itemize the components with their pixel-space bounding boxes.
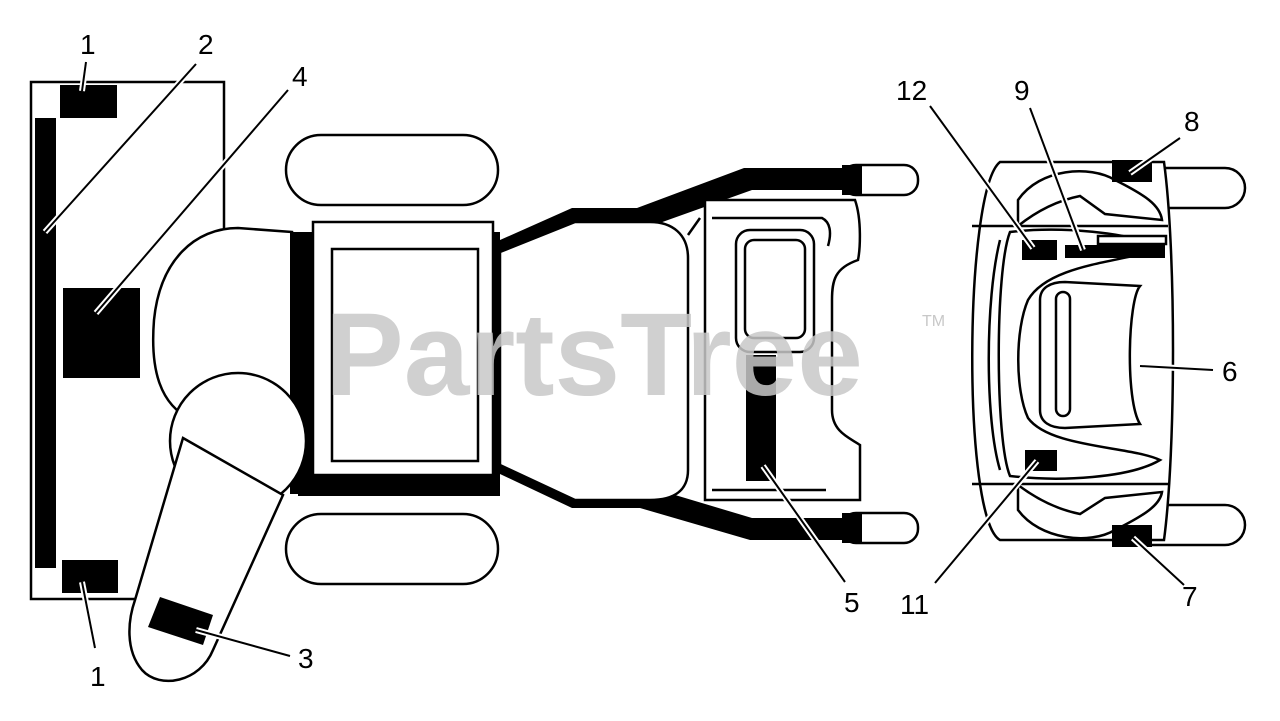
callout-3: 3 bbox=[298, 643, 314, 674]
decal-7 bbox=[1112, 525, 1152, 547]
callout-numbers: 1 2 4 1 3 5 12 9 8 6 7 11 bbox=[80, 29, 1238, 692]
callout-9: 9 bbox=[1014, 75, 1030, 106]
decal-4 bbox=[63, 288, 140, 378]
hood bbox=[151, 226, 294, 422]
callout-7: 7 bbox=[1182, 581, 1198, 612]
leader-lines bbox=[42, 61, 1214, 659]
watermark-text: PartsTree bbox=[325, 289, 863, 421]
seat-deck-inner bbox=[330, 247, 480, 463]
decal-5 bbox=[746, 355, 776, 481]
front-bumper-bar bbox=[35, 118, 56, 568]
upper-fender bbox=[1016, 170, 1164, 229]
watermark: PartsTree TM bbox=[325, 289, 945, 421]
engine-filter-inner bbox=[743, 238, 807, 340]
watermark-trademark: TM bbox=[922, 313, 945, 330]
seat-deck-base-band bbox=[298, 474, 500, 496]
callout-2: 2 bbox=[198, 29, 214, 60]
frame-rail-top bbox=[500, 168, 842, 262]
decal-1-bottom bbox=[62, 560, 118, 593]
frame-body bbox=[498, 220, 690, 502]
mower-top-view bbox=[29, 80, 920, 683]
front-tire-top bbox=[284, 133, 500, 207]
decal-1-top bbox=[60, 85, 117, 118]
callout-4: 4 bbox=[292, 61, 308, 92]
callout-12: 12 bbox=[896, 75, 927, 106]
decal-9 bbox=[1065, 245, 1165, 258]
callout-8: 8 bbox=[1184, 106, 1200, 137]
callout-1-top: 1 bbox=[80, 29, 96, 60]
callout-5: 5 bbox=[844, 587, 860, 618]
mower-rear-view bbox=[971, 160, 1247, 547]
lower-fender bbox=[1016, 482, 1164, 540]
rear-slot bbox=[1054, 290, 1072, 418]
seat-deck-right-band bbox=[492, 232, 500, 494]
callout-1-bottom: 1 bbox=[90, 661, 106, 692]
callout-11: 11 bbox=[900, 589, 929, 620]
front-tire-bottom bbox=[284, 512, 500, 586]
callout-6: 6 bbox=[1222, 356, 1238, 387]
